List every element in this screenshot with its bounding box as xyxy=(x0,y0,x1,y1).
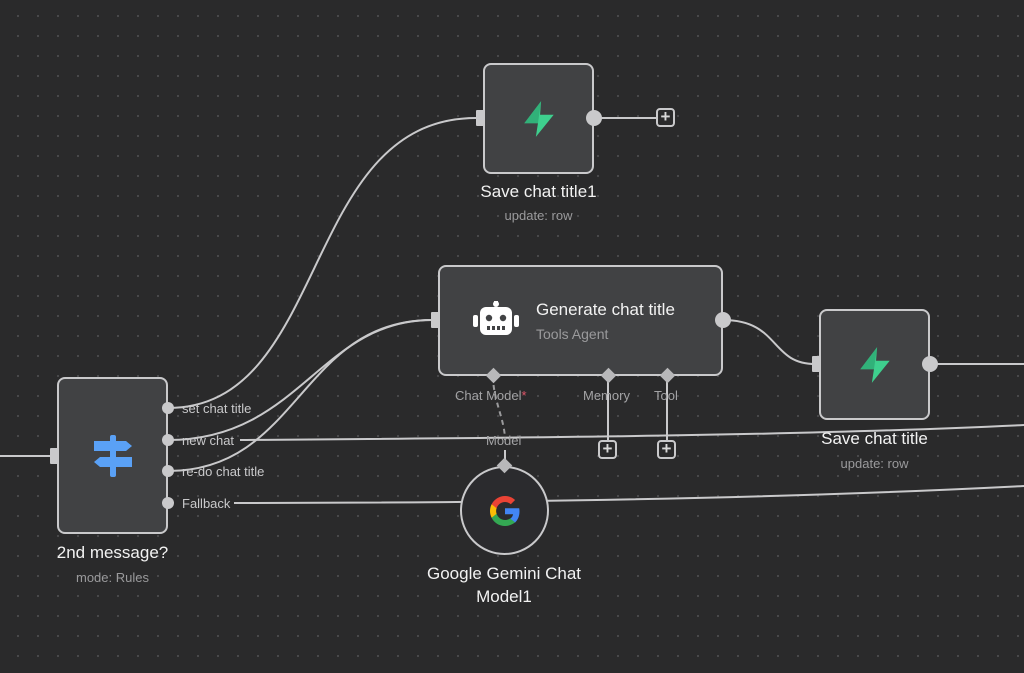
node-title: Save chat title1 xyxy=(480,182,597,201)
node-title: Save chat title xyxy=(821,429,928,448)
input-handle[interactable] xyxy=(431,312,439,328)
node-save-chat-title[interactable] xyxy=(819,309,930,420)
add-memory-button[interactable]: + xyxy=(598,440,617,459)
edge-fallback-long xyxy=(233,485,1024,504)
edge-agent-to-save-title xyxy=(722,319,816,365)
supabase-icon xyxy=(859,346,890,383)
node-second-message[interactable] xyxy=(57,377,168,534)
node-title-line2: Model1 xyxy=(476,587,532,606)
output-handle-redo-chat-title[interactable] xyxy=(162,465,174,477)
robot-icon xyxy=(473,301,519,335)
edge-new-chat-to-agent xyxy=(167,319,433,441)
output-handle[interactable] xyxy=(715,312,731,328)
output-label: set chat title xyxy=(182,401,252,416)
node-save-chat-title1[interactable] xyxy=(483,63,594,174)
output-label: Fallback xyxy=(182,496,231,511)
output-label: re-do chat title xyxy=(182,464,265,479)
node-subtitle: Tools Agent xyxy=(536,326,609,342)
node-title-line1: Google Gemini Chat xyxy=(426,564,582,583)
output-label: new chat xyxy=(182,433,235,448)
node-google-gemini-chat-model[interactable] xyxy=(460,466,549,555)
node-title: Generate chat title xyxy=(536,300,675,319)
edge-gemini-to-agent xyxy=(492,375,506,441)
output-handle[interactable] xyxy=(586,110,602,126)
output-handle-set-chat-title[interactable] xyxy=(162,402,174,414)
google-icon xyxy=(489,495,519,526)
edge-redo-to-agent xyxy=(167,319,433,472)
node-subtitle: mode: Rules xyxy=(76,570,149,585)
memory-port-label: Memory xyxy=(583,388,630,403)
output-handle[interactable] xyxy=(922,356,938,372)
input-handle[interactable] xyxy=(50,448,58,464)
node-subtitle: update: row xyxy=(840,456,909,471)
supabase-icon xyxy=(523,100,554,137)
input-handle[interactable] xyxy=(476,110,484,126)
model-port-label: Model xyxy=(486,433,522,448)
edge-set-title-to-save-title1 xyxy=(167,117,477,409)
edge-new-chat-long xyxy=(239,424,1024,441)
output-handle-fallback[interactable] xyxy=(162,497,174,509)
tool-port-label: Tool xyxy=(654,388,678,403)
chat-model-port-label: Chat Model* xyxy=(455,388,527,403)
node-generate-chat-title[interactable]: Generate chat title Tools Agent xyxy=(438,265,723,376)
input-handle[interactable] xyxy=(812,356,820,372)
signpost-icon xyxy=(93,434,132,477)
output-handle-new-chat[interactable] xyxy=(162,434,174,446)
node-title: 2nd message? xyxy=(56,543,169,562)
add-tool-button[interactable]: + xyxy=(657,440,676,459)
add-node-button[interactable]: + xyxy=(656,108,675,127)
node-subtitle: update: row xyxy=(504,208,573,223)
